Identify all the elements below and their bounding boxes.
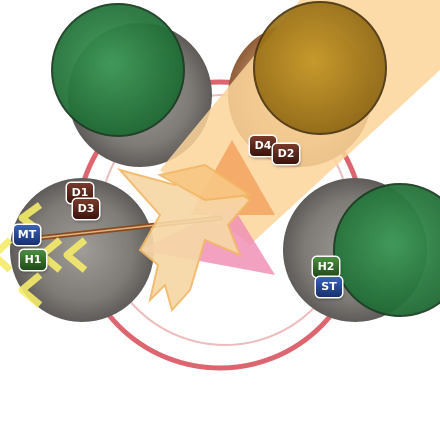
marker-st[interactable]: ST (316, 277, 342, 297)
marker-d1[interactable]: D1 (67, 183, 93, 203)
marker-mt[interactable]: MT (14, 225, 40, 245)
green-orb-top-left (51, 3, 185, 137)
marker-d3[interactable]: D3 (73, 199, 99, 219)
rock-platform-left (10, 178, 154, 322)
marker-d4[interactable]: D4 (250, 136, 276, 156)
marker-h2[interactable]: H2 (313, 257, 339, 277)
marker-d2[interactable]: D2 (273, 144, 299, 164)
marker-h1[interactable]: H1 (20, 250, 46, 270)
green-orb-right (333, 183, 440, 317)
boss-silhouette (117, 163, 253, 313)
amber-orb-top-right (253, 1, 387, 135)
